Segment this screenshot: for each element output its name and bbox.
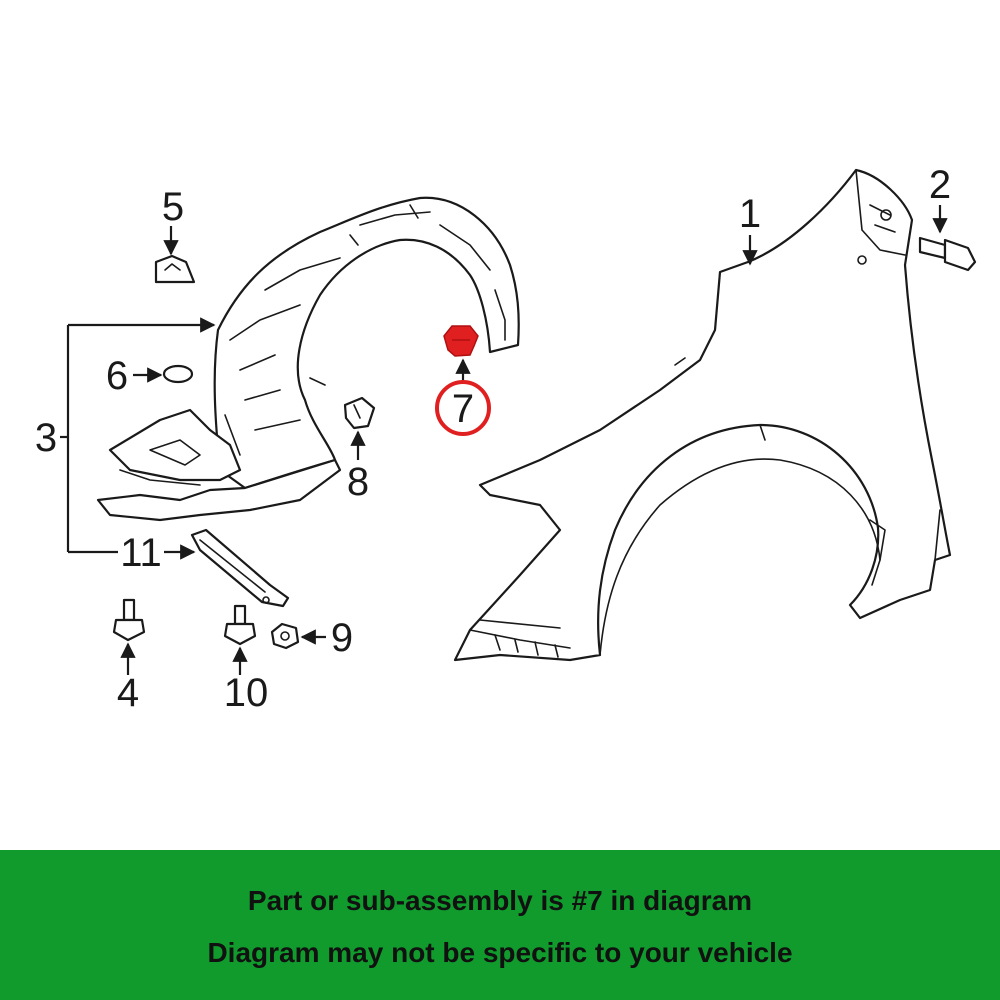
callout-9: 9: [331, 616, 353, 660]
clip-8: [343, 396, 376, 430]
callout-6: 6: [106, 354, 128, 398]
callout-11: 11: [120, 531, 162, 575]
bolt-2: [918, 236, 977, 272]
callout-2: 2: [929, 163, 951, 207]
callout-5: 5: [162, 185, 184, 229]
fender-liner: [96, 196, 520, 522]
clip-5: [154, 254, 196, 284]
highlight-circle: [435, 380, 491, 436]
nut-9: [270, 622, 300, 650]
washer-6: [162, 364, 194, 384]
callout-labels: 1 2 3 4 5 6 7 8 9 10 11: [35, 163, 951, 715]
bolt-10: [223, 604, 257, 646]
fender-panel: [453, 168, 952, 662]
leader-lines: [60, 205, 948, 675]
clip-7-highlighted: [443, 325, 479, 357]
callout-7: 7: [452, 387, 474, 431]
callout-1: 1: [739, 192, 761, 236]
parts-diagram: 1 2 3 4 5 6 7 8 9 10 11: [35, 163, 977, 715]
callout-10: 10: [224, 671, 269, 715]
callout-4: 4: [117, 671, 139, 715]
bracket-11: [190, 528, 290, 608]
callout-3: 3: [35, 416, 57, 460]
footer-banner: Part or sub-assembly is #7 in diagram Di…: [0, 850, 1000, 1000]
footer-part-note: Part or sub-assembly is #7 in diagram: [247, 885, 753, 916]
footer-disclaimer: Diagram may not be specific to your vehi…: [207, 937, 793, 968]
bolt-4: [112, 598, 146, 642]
callout-8: 8: [347, 460, 369, 504]
